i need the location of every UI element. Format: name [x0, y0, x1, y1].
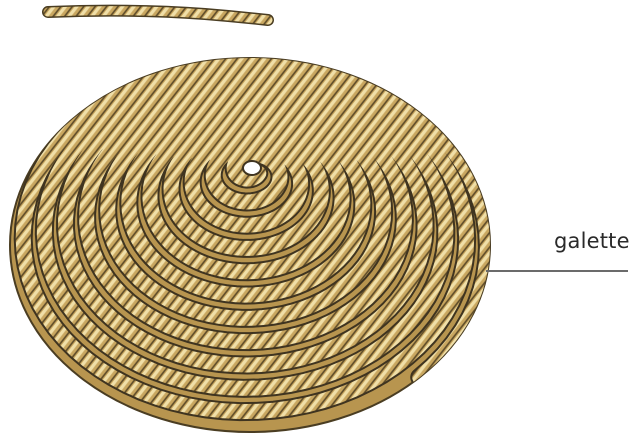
coil-center	[243, 161, 261, 175]
callout-label: galette	[554, 231, 630, 252]
